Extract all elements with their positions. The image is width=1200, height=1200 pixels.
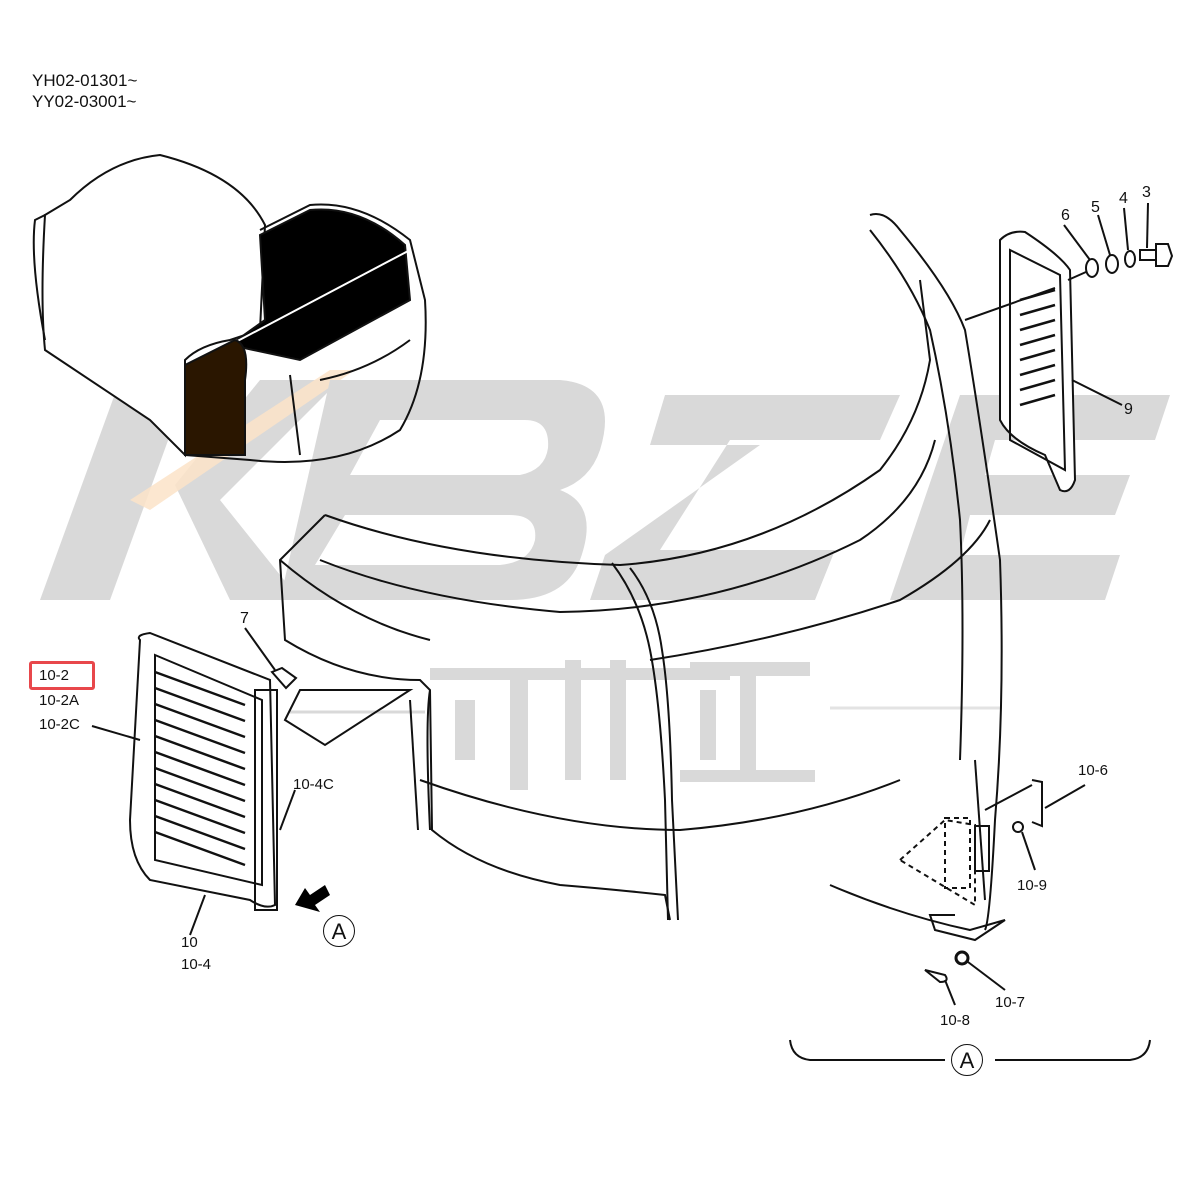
callout-4[interactable]: 4 (1119, 190, 1128, 207)
hardware-3-6-illustration (1063, 202, 1174, 281)
callout-10-2c[interactable]: 10-2C (39, 716, 80, 733)
callout-7[interactable]: 7 (240, 610, 249, 627)
detail-a-marker: A (951, 1044, 983, 1076)
serial-range-1: YH02-01301~ (32, 71, 138, 90)
machine-overview-illustration (32, 153, 427, 463)
main-cover-illustration (278, 213, 1003, 931)
callout-10-4[interactable]: 10-4 (181, 956, 212, 973)
callout-10-2[interactable]: 10-2 (39, 667, 70, 684)
callout-10-2a[interactable]: 10-2A (39, 692, 80, 709)
callout-10-8[interactable]: 10-8 (940, 1012, 971, 1029)
front-grille-10-illustration (91, 627, 414, 936)
callout-3[interactable]: 3 (1142, 184, 1151, 201)
view-a-marker[interactable]: A (323, 915, 355, 947)
panel-9-illustration (964, 230, 1123, 493)
callout-9[interactable]: 9 (1124, 401, 1133, 418)
detail-a-illustration (789, 759, 1151, 1061)
callout-10-9[interactable]: 10-9 (1017, 877, 1048, 894)
callout-10-6[interactable]: 10-6 (1078, 762, 1109, 779)
callout-10-7[interactable]: 10-7 (995, 994, 1026, 1011)
view-a-arrow (295, 885, 330, 912)
highlight-box-10-2 (29, 661, 95, 690)
callout-10[interactable]: 10 (181, 934, 198, 951)
callout-5[interactable]: 5 (1091, 199, 1100, 216)
serial-range-2: YY02-03001~ (32, 92, 137, 111)
callout-6[interactable]: 6 (1061, 207, 1070, 224)
callout-10-4c[interactable]: 10-4C (293, 776, 334, 793)
